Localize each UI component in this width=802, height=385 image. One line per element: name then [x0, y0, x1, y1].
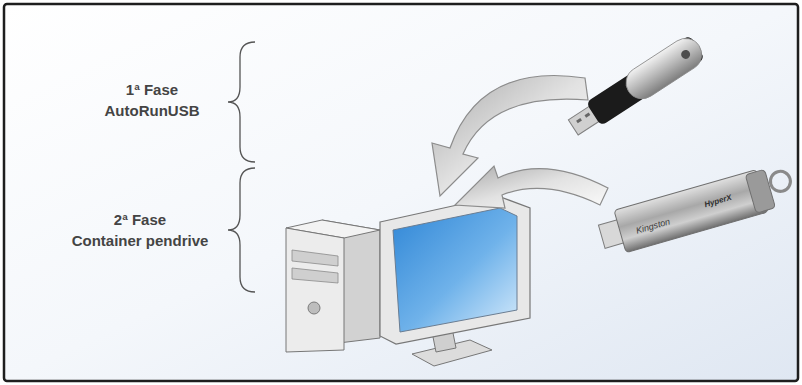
panel-frame — [4, 4, 798, 381]
brand-label: HyperX — [703, 193, 732, 209]
phase-heading: 1ª Fase — [126, 81, 178, 98]
phase-name: AutoRunUSB — [105, 102, 200, 119]
computer-tower — [286, 220, 380, 352]
brace — [228, 42, 255, 162]
usb-drive-silver — [596, 161, 797, 258]
usb-drive-black — [565, 32, 708, 141]
phase-name: Container pendrive — [72, 232, 209, 249]
computer-monitor — [380, 196, 530, 366]
transfer-arrow — [455, 166, 608, 208]
brace — [228, 168, 255, 292]
brand-label: Kingston — [635, 216, 671, 235]
phase-heading: 2ª Fase — [114, 211, 166, 228]
